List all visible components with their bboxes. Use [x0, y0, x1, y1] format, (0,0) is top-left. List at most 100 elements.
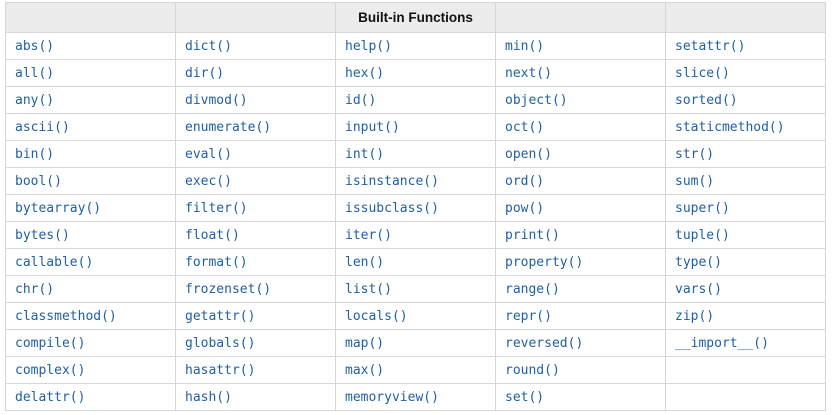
table-cell: any() [5, 86, 176, 114]
table-row: all() dir() hex() next() slice() [5, 59, 826, 87]
function-link[interactable]: set() [505, 389, 545, 405]
table-cell: __import__() [665, 329, 826, 357]
table-cell: super() [665, 194, 826, 222]
table-row: chr() frozenset() list() range() vars() [5, 275, 826, 303]
function-link[interactable]: reversed() [505, 335, 584, 351]
function-link[interactable]: id() [345, 92, 377, 108]
function-link[interactable]: oct() [505, 119, 545, 135]
function-link[interactable]: iter() [345, 227, 392, 243]
table-header: Built-in Functions [5, 2, 826, 33]
table-cell: input() [335, 113, 496, 141]
table-cell: complex() [5, 356, 176, 384]
function-link[interactable]: hex() [345, 65, 385, 81]
table-row: ascii() enumerate() input() oct() static… [5, 113, 826, 141]
table-cell: issubclass() [335, 194, 496, 222]
builtin-functions-table: Built-in Functions abs() dict() help() m… [5, 2, 826, 411]
function-link[interactable]: str() [675, 146, 715, 162]
function-link[interactable]: __import__() [675, 335, 769, 351]
function-link[interactable]: bool() [15, 173, 62, 189]
function-link[interactable]: slice() [675, 65, 730, 81]
table-cell: sorted() [665, 86, 826, 114]
function-link[interactable]: staticmethod() [675, 119, 785, 135]
table-cell: ord() [495, 167, 666, 195]
function-link[interactable]: hash() [185, 389, 232, 405]
function-link[interactable]: open() [505, 146, 552, 162]
function-link[interactable]: next() [505, 65, 552, 81]
function-link[interactable]: memoryview() [345, 389, 439, 405]
function-link[interactable]: property() [505, 254, 584, 270]
function-link[interactable]: divmod() [185, 92, 248, 108]
table-cell: abs() [5, 32, 176, 60]
table-header-cell [5, 2, 176, 33]
function-link[interactable]: compile() [15, 335, 86, 351]
table-row: classmethod() getattr() locals() repr() … [5, 302, 826, 330]
table-cell: next() [495, 59, 666, 87]
function-link[interactable]: classmethod() [15, 308, 117, 324]
table-cell: oct() [495, 113, 666, 141]
function-link[interactable]: eval() [185, 146, 232, 162]
function-link[interactable]: issubclass() [345, 200, 439, 216]
table-cell: zip() [665, 302, 826, 330]
function-link[interactable]: abs() [15, 38, 55, 54]
table-cell: repr() [495, 302, 666, 330]
function-link[interactable]: ascii() [15, 119, 70, 135]
function-link[interactable]: max() [345, 362, 385, 378]
function-link[interactable]: getattr() [185, 308, 256, 324]
function-link[interactable]: bytearray() [15, 200, 102, 216]
function-link[interactable]: map() [345, 335, 385, 351]
table-cell: dir() [175, 59, 336, 87]
function-link[interactable]: setattr() [675, 38, 746, 54]
function-link[interactable]: frozenset() [185, 281, 272, 297]
table-cell: help() [335, 32, 496, 60]
function-link[interactable]: callable() [15, 254, 94, 270]
function-link[interactable]: round() [505, 362, 560, 378]
table-cell: chr() [5, 275, 176, 303]
function-link[interactable]: pow() [505, 200, 545, 216]
function-link[interactable]: type() [675, 254, 722, 270]
function-link[interactable]: enumerate() [185, 119, 272, 135]
function-link[interactable]: tuple() [675, 227, 730, 243]
table-cell: filter() [175, 194, 336, 222]
function-link[interactable]: exec() [185, 173, 232, 189]
function-link[interactable]: super() [675, 200, 730, 216]
function-link[interactable]: int() [345, 146, 385, 162]
table-cell: type() [665, 248, 826, 276]
function-link[interactable]: chr() [15, 281, 55, 297]
function-link[interactable]: help() [345, 38, 392, 54]
function-link[interactable]: hasattr() [185, 362, 256, 378]
function-link[interactable]: dir() [185, 65, 225, 81]
function-link[interactable]: range() [505, 281, 560, 297]
function-link[interactable]: list() [345, 281, 392, 297]
function-link[interactable]: input() [345, 119, 400, 135]
function-link[interactable]: zip() [675, 308, 715, 324]
function-link[interactable]: complex() [15, 362, 86, 378]
function-link[interactable]: object() [505, 92, 568, 108]
table-cell: int() [335, 140, 496, 168]
function-link[interactable]: any() [15, 92, 55, 108]
function-link[interactable]: isinstance() [345, 173, 439, 189]
function-link[interactable]: bytes() [15, 227, 70, 243]
function-link[interactable]: delattr() [15, 389, 86, 405]
function-link[interactable]: bin() [15, 146, 55, 162]
table-cell: bytearray() [5, 194, 176, 222]
function-link[interactable]: min() [505, 38, 545, 54]
function-link[interactable]: globals() [185, 335, 256, 351]
table-cell [665, 356, 826, 384]
function-link[interactable]: sorted() [675, 92, 738, 108]
function-link[interactable]: locals() [345, 308, 408, 324]
table-row: compile() globals() map() reversed() __i… [5, 329, 826, 357]
function-link[interactable]: dict() [185, 38, 232, 54]
function-link[interactable]: len() [345, 254, 385, 270]
function-link[interactable]: ord() [505, 173, 545, 189]
function-link[interactable]: print() [505, 227, 560, 243]
function-link[interactable]: float() [185, 227, 240, 243]
function-link[interactable]: repr() [505, 308, 552, 324]
function-link[interactable]: filter() [185, 200, 248, 216]
function-link[interactable]: format() [185, 254, 248, 270]
function-link[interactable]: all() [15, 65, 55, 81]
table-row: bytearray() filter() issubclass() pow() … [5, 194, 826, 222]
function-link[interactable]: vars() [675, 281, 722, 297]
function-link[interactable]: sum() [675, 173, 715, 189]
table-header-cell [665, 2, 826, 33]
